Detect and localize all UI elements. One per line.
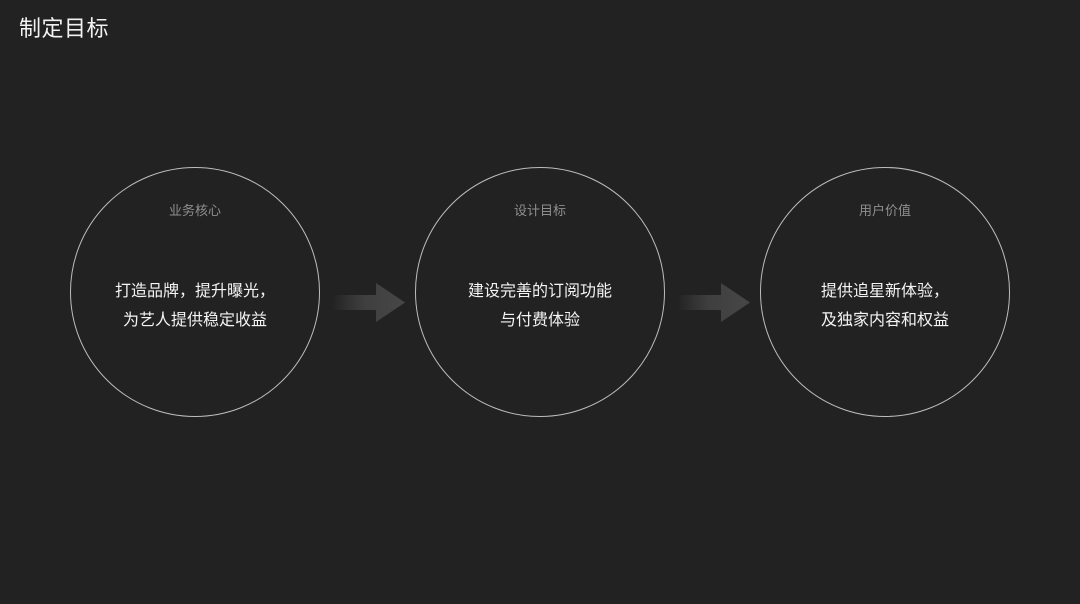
page-title: 制定目标 [19,17,110,42]
circle-label: 业务核心 [168,204,221,219]
arrow-right-icon [677,283,750,322]
circle-body-line-2: 为艺人提供稳定收益 [122,310,267,329]
circle-body: 建设完善的订阅功能 与付费体验 [416,276,664,334]
circle-body-line-2: 与付费体验 [499,310,580,329]
circle-body-line-1: 提供追星新体验， [820,281,949,300]
circle-label: 用户价值 [858,204,911,219]
circle-body-line-1: 打造品牌，提升曝光， [114,281,275,300]
goal-circle-design-goal: 设计目标 建设完善的订阅功能 与付费体验 [415,167,665,417]
arrow-right-icon [332,283,405,322]
circle-body-line-1: 建设完善的订阅功能 [467,281,612,300]
circle-body-line-2: 及独家内容和权益 [820,310,949,329]
goal-circle-user-value: 用户价值 提供追星新体验， 及独家内容和权益 [760,167,1010,417]
circle-body: 打造品牌，提升曝光， 为艺人提供稳定收益 [71,276,319,334]
goal-circle-business-core: 业务核心 打造品牌，提升曝光， 为艺人提供稳定收益 [70,167,320,417]
circle-body: 提供追星新体验， 及独家内容和权益 [761,276,1009,334]
circle-label: 设计目标 [513,204,566,219]
